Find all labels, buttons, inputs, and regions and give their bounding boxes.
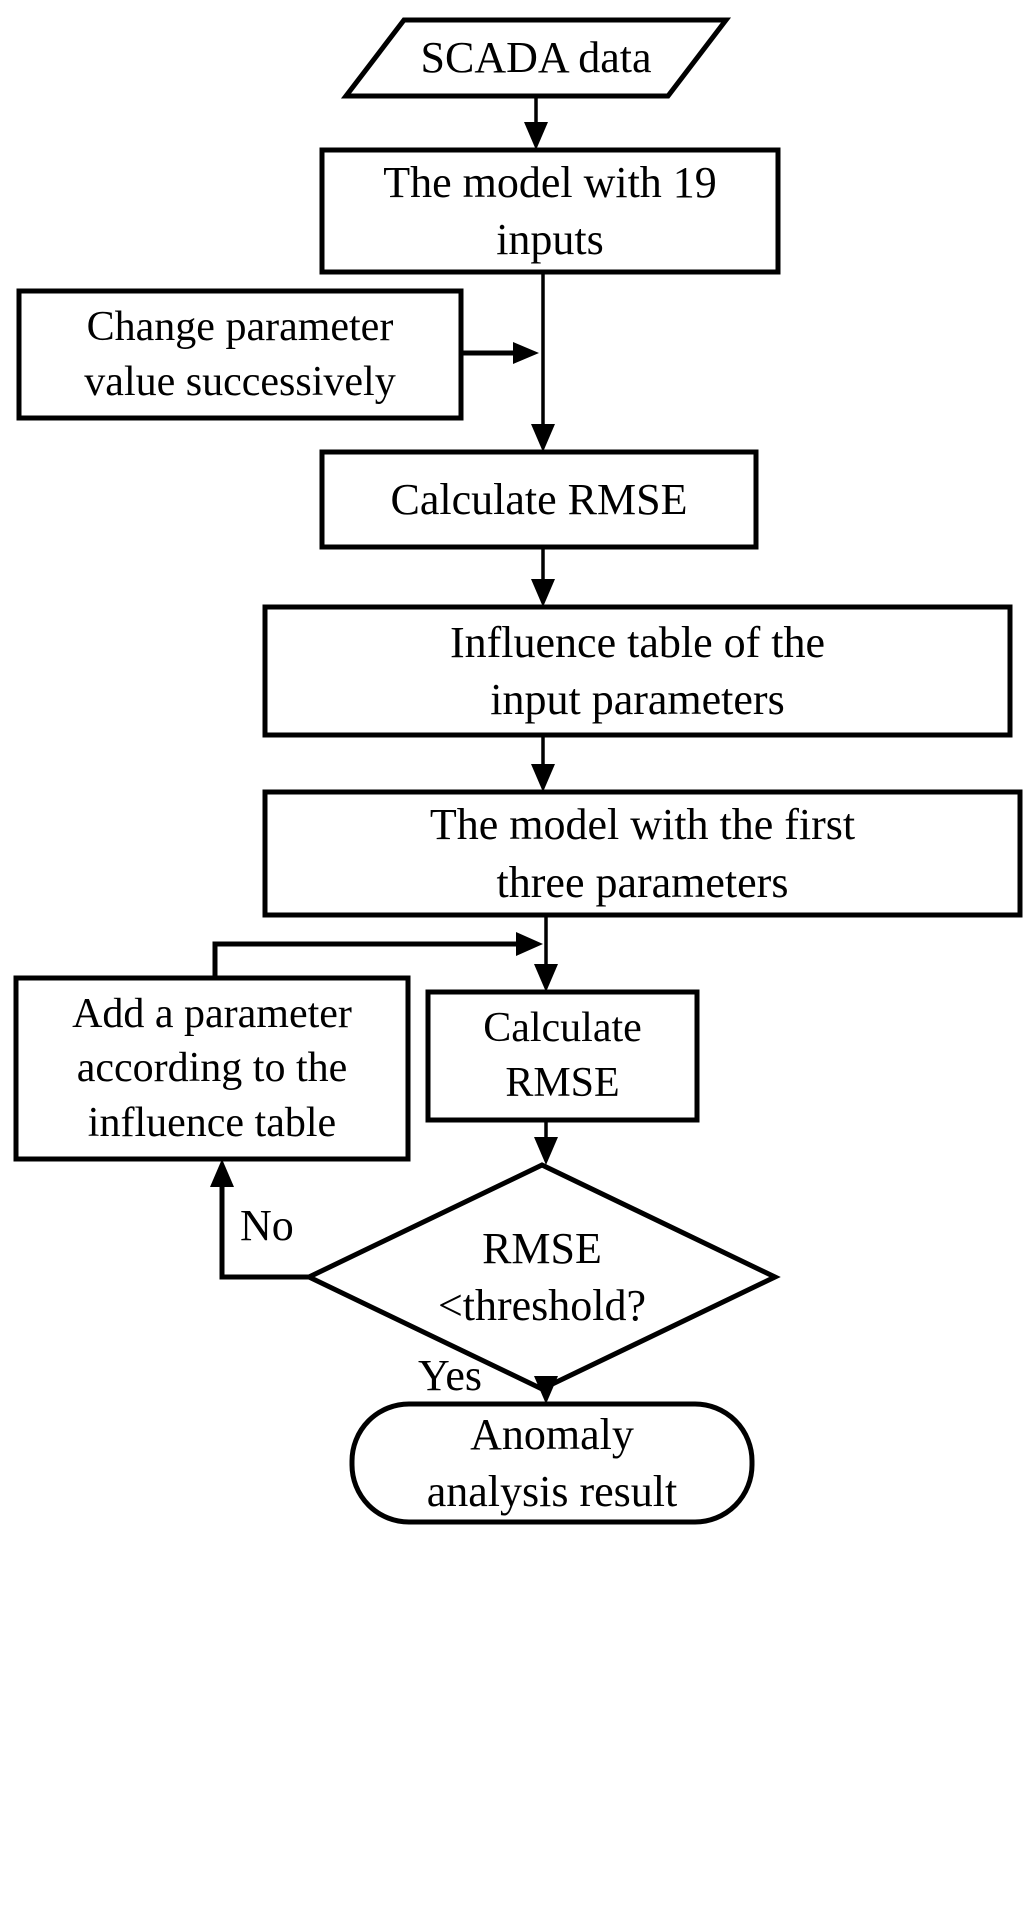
node-shape-scada-data[interactable] [340,17,732,99]
edge-addparam-loopback [212,941,522,978]
node-shape-influence-table[interactable] [262,604,1013,738]
node-shape-anomaly-result[interactable] [349,1401,755,1525]
arrowhead-changeparam-to-trunk [513,342,539,364]
arrowhead-influence-to-modelfirst3 [531,764,555,792]
arrowhead-decision-no [210,1159,234,1187]
node-shape-calculate-rmse-1[interactable] [319,449,759,550]
arrowhead-model19-to-rmse1 [531,424,555,452]
node-shape-change-parameter[interactable] [16,288,464,421]
node-shape-model-first-three[interactable] [262,789,1023,918]
arrowhead-rmse2-to-decision [534,1137,558,1165]
edge-decision-no [219,1180,309,1280]
arrowhead-addparam-loopback [516,932,543,956]
arrowhead-rmse1-to-influence [531,579,555,607]
node-shape-model-19-inputs[interactable] [319,147,781,275]
arrowhead-decision-yes [534,1376,558,1404]
node-shape-rmse-threshold-decision[interactable] [303,1162,781,1392]
arrowhead-scada-to-model19 [524,122,548,150]
node-shape-add-parameter[interactable] [13,975,411,1162]
node-shape-calculate-rmse-2[interactable] [425,989,700,1123]
arrowhead-modelfirst3-to-rmse2 [534,964,558,992]
